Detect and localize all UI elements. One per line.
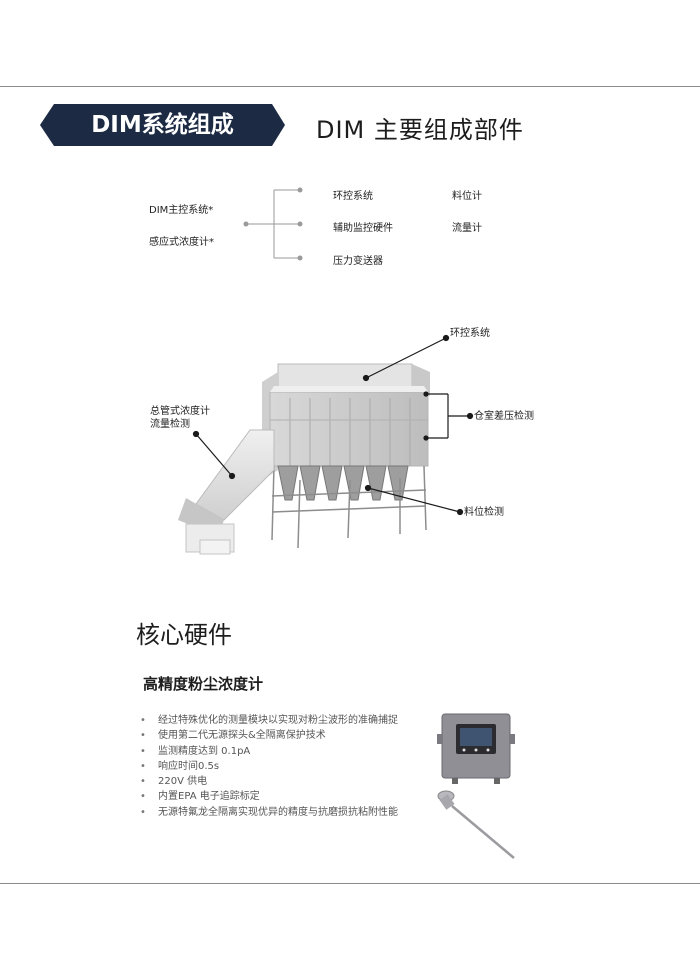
callout-pipe-meter: 总管式浓度计 流量检测: [150, 405, 210, 431]
dust-meter-product-image: [437, 713, 515, 859]
bottom-rule: [0, 883, 700, 884]
tree-left-item: DIM主控系统*: [149, 205, 214, 216]
core-hardware-title: 核心硬件: [136, 621, 232, 649]
list-item: 响应时间0.5s: [136, 759, 436, 775]
list-item: 内置EPA 电子追踪标定: [136, 789, 436, 805]
component-tree: [243, 187, 303, 261]
tree-mid-item: 环控系统: [333, 191, 373, 202]
badge-label: DIM系统组成: [91, 112, 234, 138]
callout-pipe-meter-line2: 流量检测: [150, 419, 190, 430]
dust-collector-illustration: [178, 334, 474, 555]
section-badge: DIM系统组成: [40, 104, 285, 146]
tree-mid-item: 辅助监控硬件: [333, 223, 393, 234]
callout-level: 料位检测: [464, 507, 504, 518]
feature-list: 经过特殊优化的测量模块以实现对粉尘波形的准确捕捉 使用第二代无源探头&全隔离保护…: [136, 713, 436, 820]
list-item: 220V 供电: [136, 774, 436, 790]
product-subtitle: 高精度粉尘浓度计: [143, 675, 264, 693]
tree-right-item: 料位计: [452, 191, 482, 202]
tree-left-item: 感应式浓度计*: [149, 237, 214, 248]
tree-mid-item: 压力变送器: [333, 256, 383, 267]
top-rule: [0, 86, 700, 87]
list-item: 经过特殊优化的测量模块以实现对粉尘波形的准确捕捉: [136, 713, 436, 729]
list-item: 监测精度达到 0.1pA: [136, 744, 436, 760]
callout-pipe-meter-line1: 总管式浓度计: [150, 406, 210, 417]
section-title: DIM 主要组成部件: [316, 116, 524, 144]
list-item: 使用第二代无源探头&全隔离保护技术: [136, 728, 436, 744]
list-item: 无源特氟龙全隔离实现优异的精度与抗磨损抗粘附性能: [136, 805, 436, 821]
callout-pressure: 仓室差压检测: [474, 411, 534, 422]
callout-env-control: 环控系统: [450, 328, 490, 339]
tree-right-item: 流量计: [452, 223, 482, 234]
